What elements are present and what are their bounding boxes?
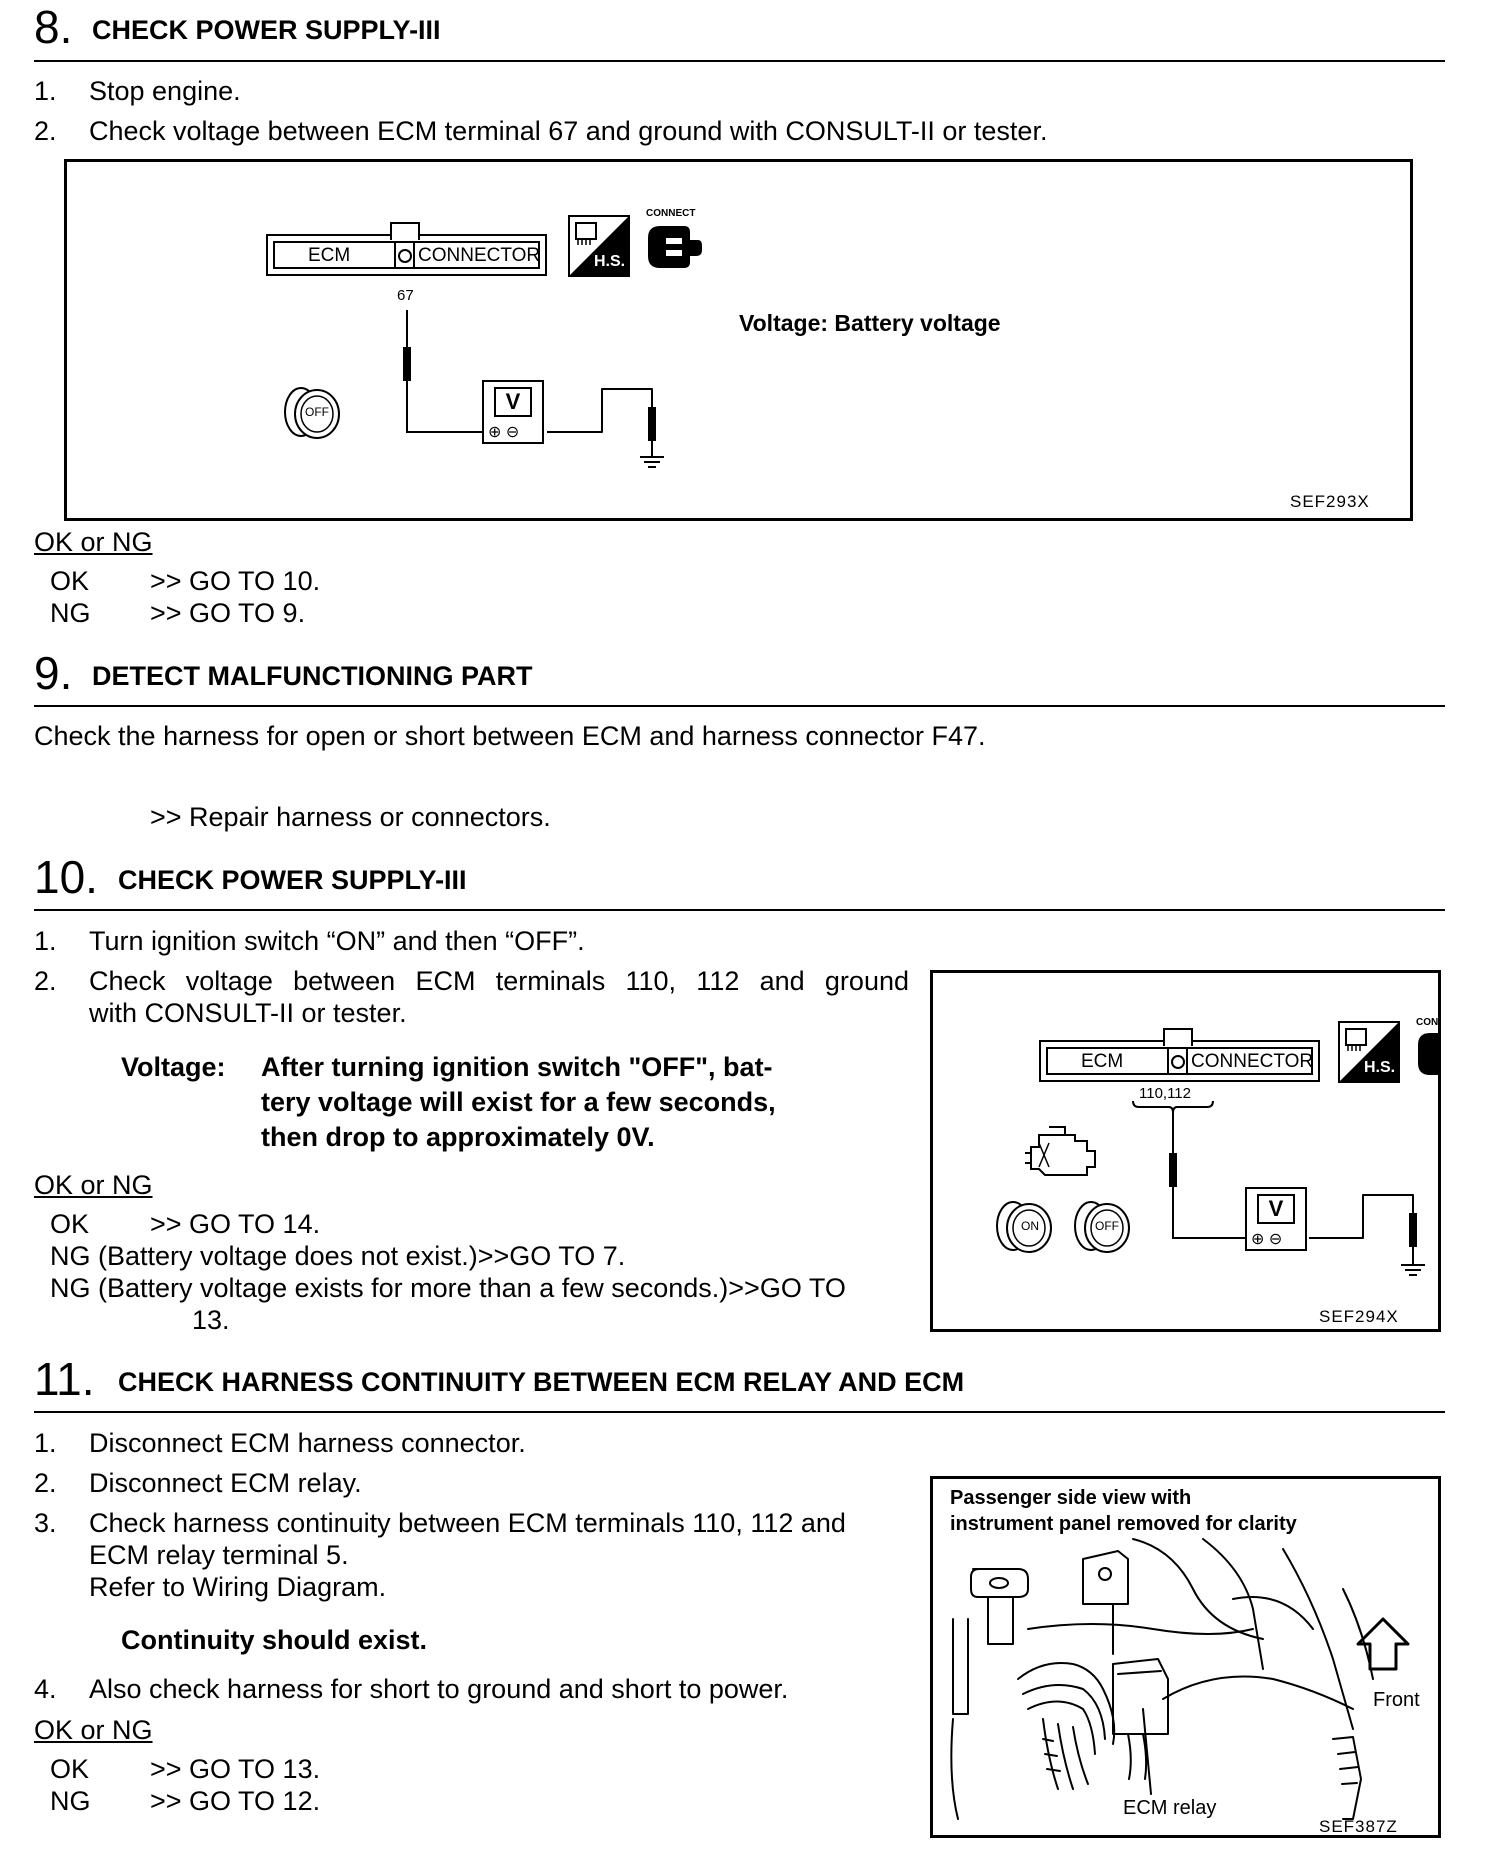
step-11-item-2-number: 2. bbox=[34, 1468, 57, 1498]
step-11-item-3-line-2: ECM relay terminal 5. bbox=[89, 1540, 349, 1570]
step-8-item-2-number: 2. bbox=[34, 116, 57, 146]
step-8-divider bbox=[34, 60, 1445, 62]
step-11-item-3-line-1: Check harness continuity between ECM ter… bbox=[89, 1508, 846, 1538]
ignition-key-off-icon: OFF bbox=[281, 384, 345, 440]
step-10-number: 10. bbox=[34, 851, 98, 903]
engine-icon bbox=[1025, 1123, 1105, 1183]
step-11-item-3-number: 3. bbox=[34, 1508, 57, 1538]
step-8-ng-label: NG bbox=[50, 598, 91, 628]
step-8-item-2-text: Check voltage between ECM terminal 67 an… bbox=[89, 116, 1048, 146]
step-8-ng-action: >> GO TO 9. bbox=[150, 598, 306, 628]
connect-label: CON bbox=[1416, 1017, 1439, 1028]
terminal-67-label: 67 bbox=[397, 287, 414, 304]
step-9-number: 9. bbox=[34, 647, 73, 699]
hs-label: H.S. bbox=[594, 253, 626, 270]
probe-wiring bbox=[1132, 1100, 1425, 1276]
step-11-item-4-number: 4. bbox=[34, 1674, 57, 1704]
ecm-connector: ECM CONNECTOR bbox=[1039, 1028, 1320, 1082]
front-label: Front bbox=[1373, 1689, 1420, 1711]
ecm-label: ECM bbox=[1081, 1051, 1124, 1072]
connector-label: CONNECTOR bbox=[418, 245, 541, 266]
figure-code: SEF293X bbox=[1290, 492, 1370, 511]
step-10-ok-action: >> GO TO 14. bbox=[150, 1209, 321, 1239]
figure-caption-line-1: Passenger side view with bbox=[950, 1487, 1192, 1509]
ignition-key-off-icon: OFF bbox=[1071, 1198, 1135, 1254]
connector-pin-icon bbox=[398, 249, 412, 263]
step-9-divider bbox=[34, 705, 1445, 707]
step-11-ok-action: >> GO TO 13. bbox=[150, 1754, 321, 1784]
step-10-item-2-line-2: with CONSULT-II or tester. bbox=[89, 998, 407, 1028]
step-11-item-4-text: Also check harness for short to ground a… bbox=[89, 1674, 789, 1704]
step-11-divider bbox=[34, 1411, 1445, 1413]
step-8-ok-action: >> GO TO 10. bbox=[150, 566, 321, 596]
voltage-spec: Voltage: Battery voltage bbox=[739, 310, 1001, 336]
step-8-title: CHECK POWER SUPPLY-III bbox=[92, 15, 441, 45]
step-11-ng-action: >> GO TO 12. bbox=[150, 1786, 321, 1816]
step-9-title: DETECT MALFUNCTIONING PART bbox=[92, 661, 533, 691]
figure-sef387z: Passenger side view with instrument pane… bbox=[930, 1476, 1441, 1838]
figure-sef294x: ECM CONNECTOR H.S. CON 110,112 V ⊕ ⊖ bbox=[930, 970, 1441, 1332]
figure-code: SEF387Z bbox=[1319, 1817, 1398, 1836]
step-9-action: >> Repair harness or connectors. bbox=[150, 802, 551, 832]
step-11-item-2-text: Disconnect ECM relay. bbox=[89, 1468, 362, 1498]
step-11-number: 11. bbox=[34, 1353, 95, 1405]
step-9-text: Check the harness for open or short betw… bbox=[34, 721, 986, 751]
figure-sef293x: ECM CONNECTOR H.S. CONNECT 67 V bbox=[64, 159, 1413, 521]
voltmeter-icon: V ⊕ ⊖ bbox=[1245, 1187, 1307, 1251]
step-8-number: 8. bbox=[34, 1, 73, 53]
step-11-ok-label: OK bbox=[50, 1754, 90, 1784]
step-10-voltage-line-2: tery voltage will exist for a few second… bbox=[261, 1087, 776, 1117]
terminals-110-112-label: 110,112 bbox=[1139, 1085, 1191, 1102]
step-10-voltage-label: Voltage: bbox=[121, 1052, 226, 1082]
connector-label: CONNECTOR bbox=[1191, 1051, 1314, 1072]
step-10-ng-1: NG (Battery voltage does not exist.)>>GO… bbox=[50, 1241, 626, 1271]
step-11-item-1-number: 1. bbox=[34, 1428, 57, 1458]
harness-side-icon: H.S. bbox=[1338, 1021, 1400, 1083]
step-11-ok-ng-heading: OK or NG bbox=[34, 1715, 153, 1745]
step-11-item-1-text: Disconnect ECM harness connector. bbox=[89, 1428, 526, 1458]
connect-icon bbox=[646, 224, 706, 270]
step-10-ng-2-continuation: 13. bbox=[192, 1305, 230, 1335]
step-10-voltage-line-3: then drop to approximately 0V. bbox=[261, 1122, 655, 1152]
step-8-item-1-text: Stop engine. bbox=[89, 76, 241, 106]
step-10-item-1-number: 1. bbox=[34, 926, 57, 956]
step-10-divider bbox=[34, 909, 1445, 911]
figure-code: SEF294X bbox=[1319, 1307, 1399, 1326]
step-10-title: CHECK POWER SUPPLY-III bbox=[118, 865, 467, 895]
ecm-relay-label: ECM relay bbox=[1123, 1797, 1217, 1819]
ignition-key-on-icon: ON bbox=[993, 1198, 1057, 1254]
step-10-voltage-line-1: After turning ignition switch "OFF", bat… bbox=[261, 1052, 773, 1082]
probe-wiring bbox=[403, 310, 664, 468]
ecm-relay-location-illustration bbox=[950, 1538, 1410, 1820]
step-10-item-2-line-1: Check voltage between ECM terminals 110,… bbox=[89, 966, 909, 996]
step-11-title: CHECK HARNESS CONTINUITY BETWEEN ECM REL… bbox=[118, 1367, 965, 1397]
connector-pin-icon bbox=[1171, 1055, 1185, 1069]
step-8-item-1-number: 1. bbox=[34, 76, 57, 106]
ecm-label: ECM bbox=[308, 245, 351, 266]
step-8-ok-label: OK bbox=[50, 566, 90, 596]
harness-side-icon: H.S. bbox=[568, 215, 630, 277]
hs-label: H.S. bbox=[1364, 1059, 1396, 1076]
step-11-continuity-spec: Continuity should exist. bbox=[121, 1625, 428, 1655]
step-10-ok-ng-heading: OK or NG bbox=[34, 1170, 153, 1200]
ecm-connector: ECM CONNECTOR bbox=[266, 222, 547, 276]
step-8-ok-ng-heading: OK or NG bbox=[34, 527, 153, 557]
figure-caption-line-2: instrument panel removed for clarity bbox=[950, 1513, 1297, 1535]
connect-label: CONNECT bbox=[646, 208, 696, 219]
step-10-ng-2: NG (Battery voltage exists for more than… bbox=[50, 1273, 846, 1303]
step-10-ok-label: OK bbox=[50, 1209, 90, 1239]
step-11-item-3-line-3: Refer to Wiring Diagram. bbox=[89, 1572, 387, 1602]
step-11-ng-label: NG bbox=[50, 1786, 91, 1816]
voltmeter-icon: V ⊕ ⊖ bbox=[482, 380, 544, 444]
step-10-item-1-text: Turn ignition switch “ON” and then “OFF”… bbox=[89, 926, 585, 956]
step-10-item-2-number: 2. bbox=[34, 966, 57, 996]
connect-icon bbox=[1416, 1031, 1438, 1077]
